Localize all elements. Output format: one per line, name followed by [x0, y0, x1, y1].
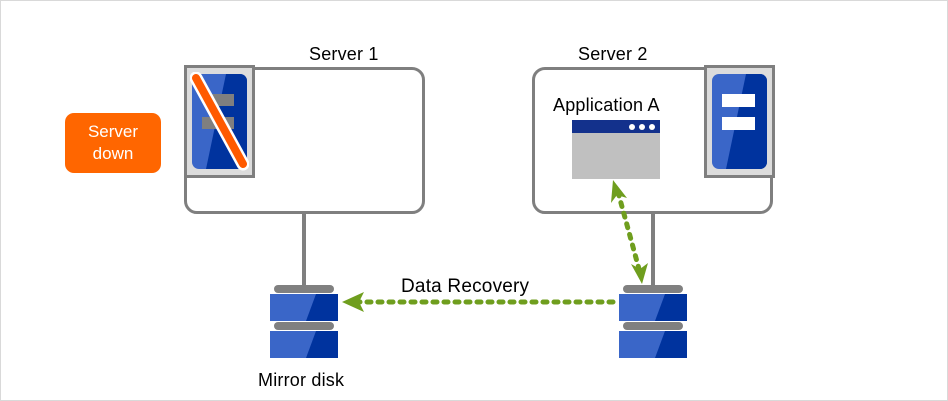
data-recovery-label: Data Recovery: [401, 276, 530, 297]
application-label: Application A: [553, 95, 660, 115]
window-dot-1: [629, 123, 635, 130]
application-window-icon: [572, 120, 660, 179]
status-badge-line2: down: [92, 144, 134, 163]
application-window-titlebar: [572, 120, 660, 133]
status-badge-line1: Server: [87, 122, 139, 141]
server-unit-down-icon: [184, 65, 255, 178]
server1-title: Server 1: [309, 44, 379, 64]
server2-title: Server 2: [578, 44, 648, 64]
server1-disk-connector: [302, 213, 306, 290]
mirror-disk-label: Mirror disk: [258, 370, 345, 390]
window-dot-2: [639, 123, 645, 130]
window-dot-3: [649, 123, 655, 130]
status-badge: Server down: [65, 113, 161, 173]
server2-disk-icon: [619, 285, 687, 362]
server-unit-active-icon: [704, 65, 775, 178]
mirror-disk-icon: [270, 285, 338, 362]
server2-disk-connector: [651, 213, 655, 290]
